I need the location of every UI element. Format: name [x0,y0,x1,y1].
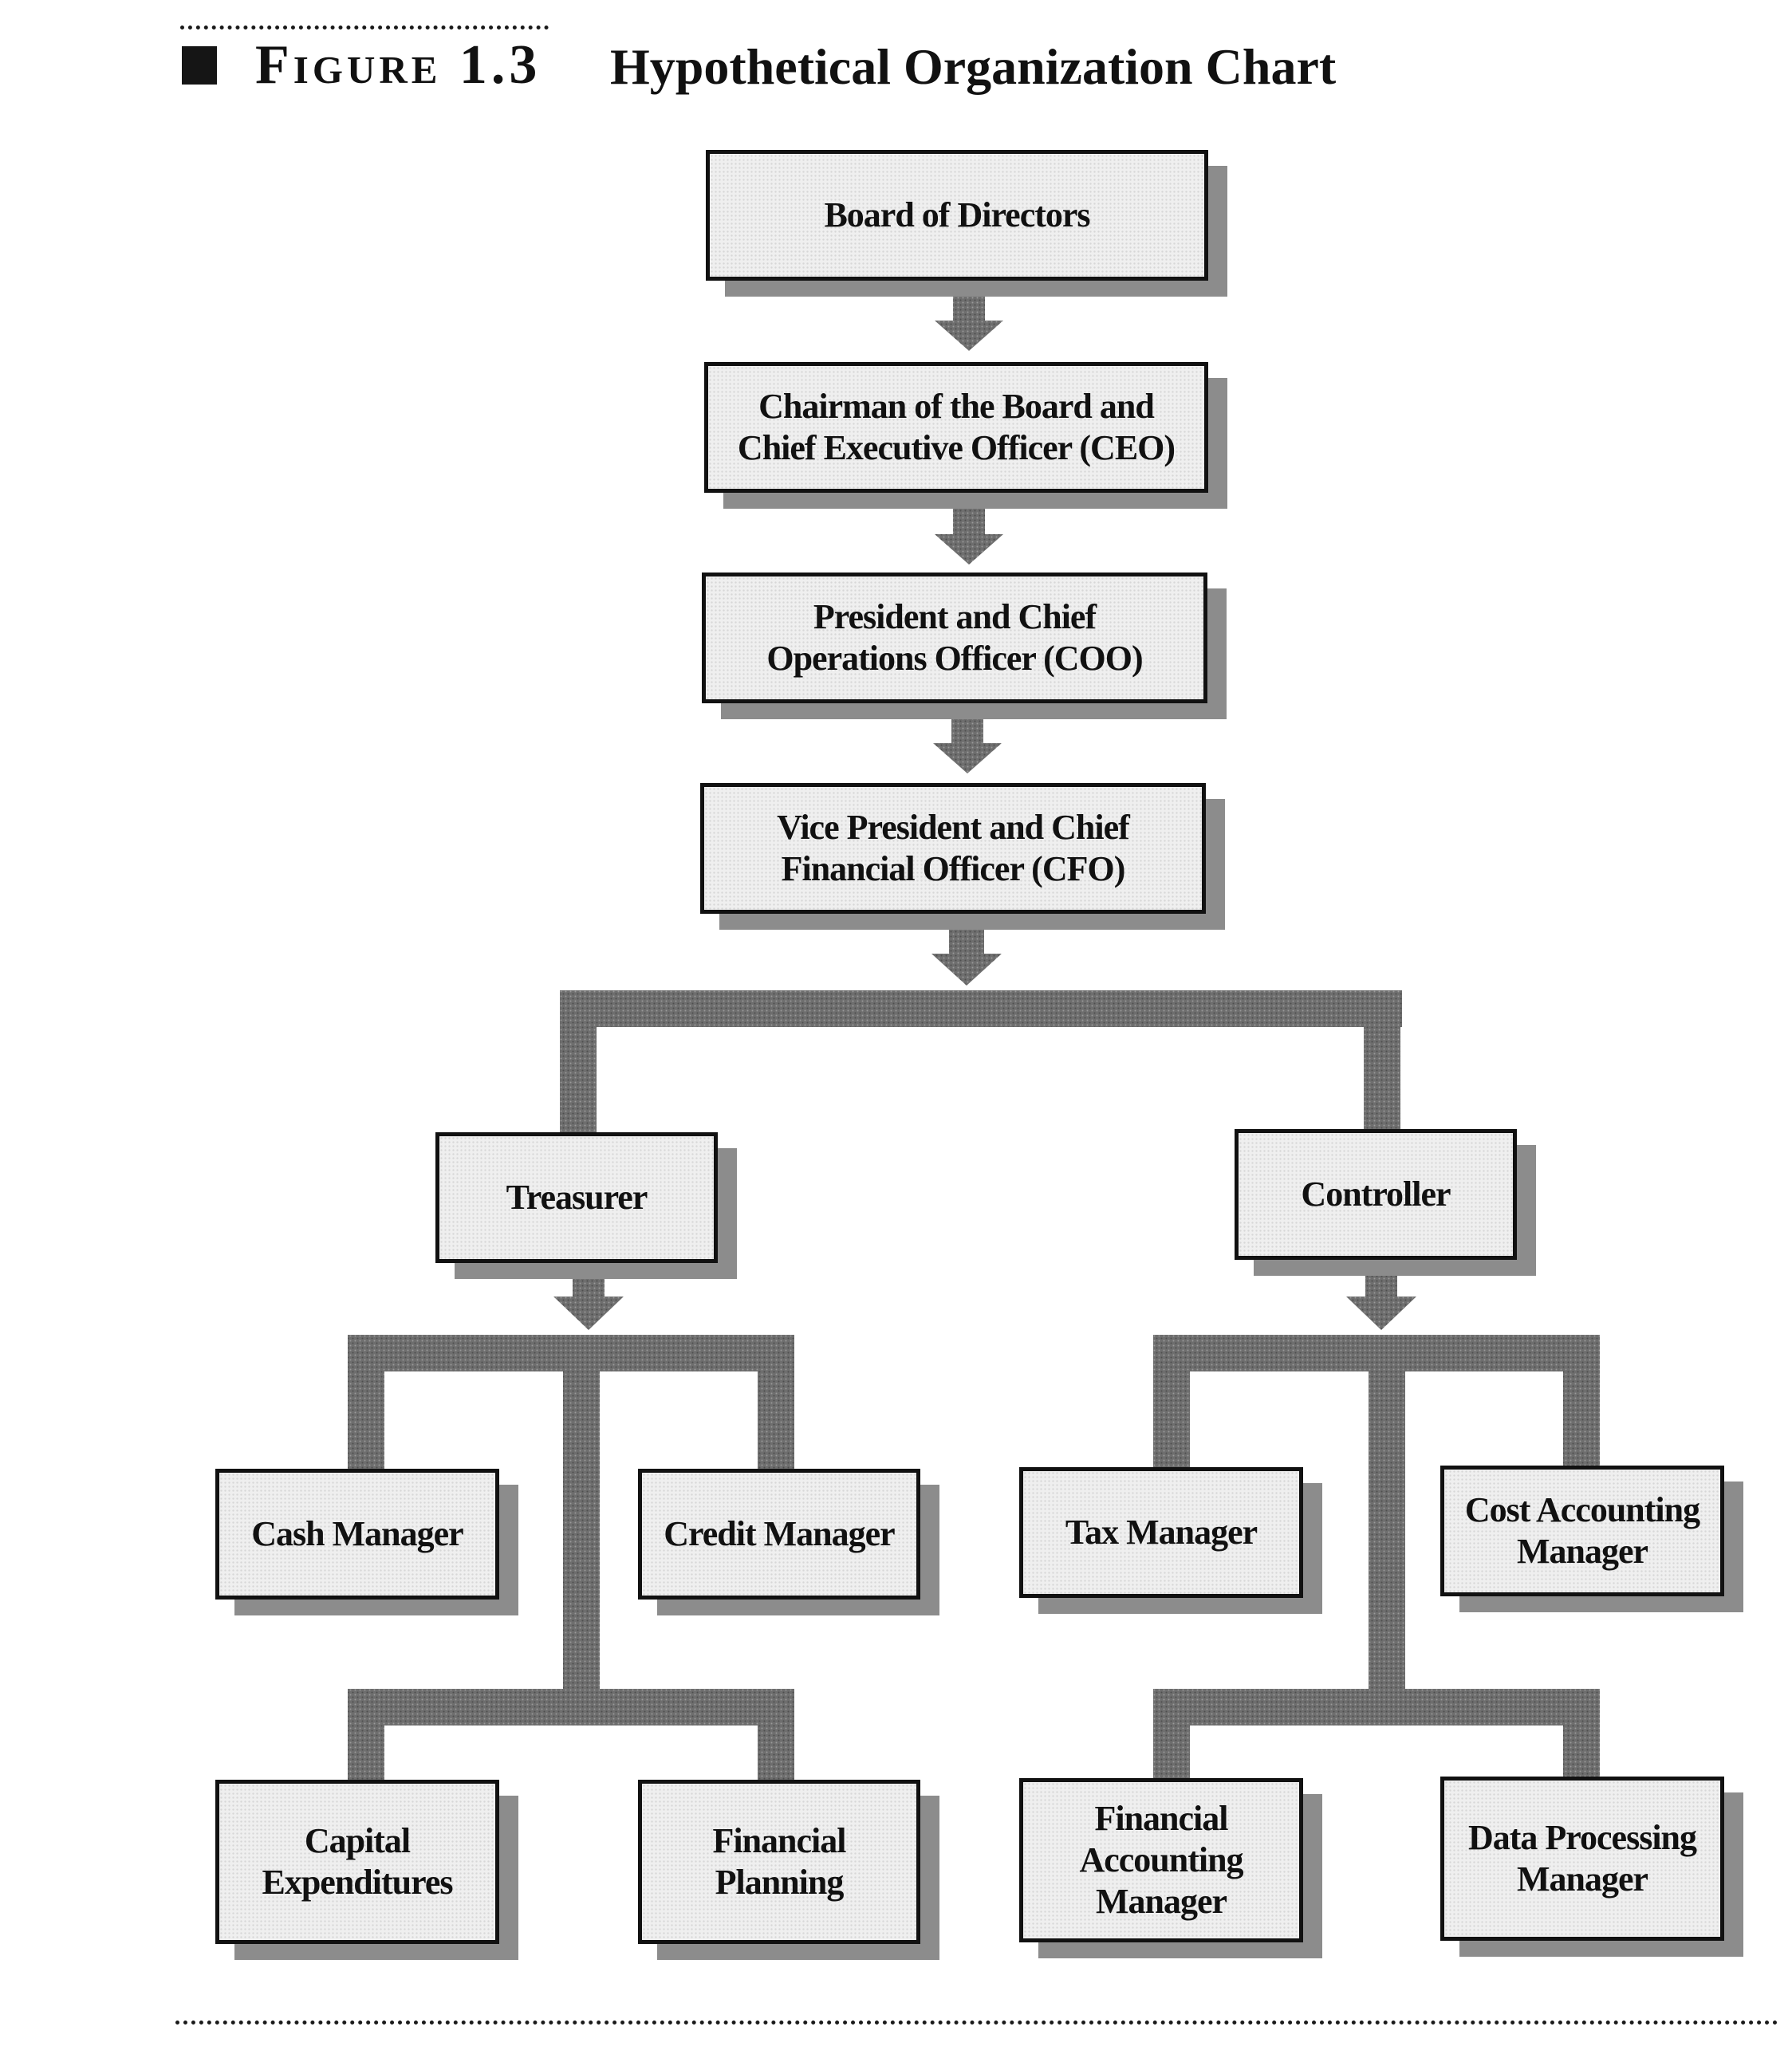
node-data-processing-manager: Data Processing Manager [1440,1777,1724,1941]
arrow-coo-to-cfo [933,714,1002,773]
arrow-ceo-to-coo [935,504,1003,565]
connector-controller-tree [1153,1274,1600,1785]
node-board-of-directors: Board of Directors [706,150,1208,281]
node-financial-planning: Financial Planning [638,1780,920,1944]
node-tax-manager: Tax Manager [1019,1467,1303,1598]
node-cost-accounting-manager: Cost Accounting Manager [1440,1466,1724,1596]
figure-title: Hypothetical Organization Chart [610,38,1337,95]
node-capital-expenditures: Capital Expenditures [215,1780,499,1944]
figure-marker-square [182,46,217,85]
node-credit-manager: Credit Manager [638,1469,920,1600]
node-label: Tax Manager [1065,1513,1258,1552]
connector-treasurer-tree [348,1274,794,1785]
top-dotted-rule [180,26,549,30]
node-cfo: Vice President and Chief Financial Offic… [700,783,1206,914]
node-label: Treasurer [506,1178,648,1217]
node-label: Financial Accounting Manager [1079,1799,1243,1921]
node-label: Board of Directors [824,195,1090,234]
figure-number: Figure 1.3 [255,34,542,96]
node-treasurer: Treasurer [435,1132,718,1263]
node-ceo: Chairman of the Board and Chief Executiv… [704,362,1208,493]
bottom-dotted-rule [175,2021,1778,2025]
node-label: Cost Accounting Manager [1464,1490,1700,1571]
node-controller: Controller [1235,1129,1517,1260]
node-label: Credit Manager [664,1514,895,1553]
node-label: Chairman of the Board and Chief Executiv… [737,387,1176,467]
node-label: Controller [1301,1175,1451,1214]
connector-cfo-split [560,922,1402,1135]
node-label: Vice President and Chief Financial Offic… [777,808,1130,888]
node-coo: President and Chief Operations Officer (… [702,573,1207,703]
node-label: Financial Planning [712,1821,846,1902]
node-label: President and Chief Operations Officer (… [766,597,1143,678]
node-financial-accounting-manager: Financial Accounting Manager [1019,1778,1303,1942]
node-label: Capital Expenditures [262,1821,453,1902]
node-label: Cash Manager [251,1514,463,1553]
node-label: Data Processing Manager [1467,1818,1697,1899]
node-cash-manager: Cash Manager [215,1469,499,1600]
arrow-board-to-ceo [935,292,1003,351]
